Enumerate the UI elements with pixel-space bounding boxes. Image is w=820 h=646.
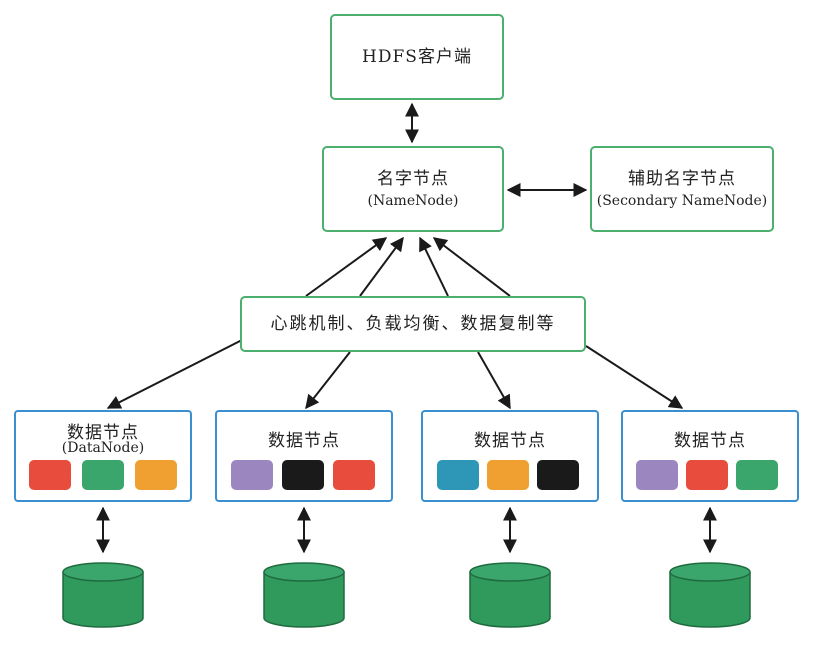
datanode-4: 数据节点 [621,410,799,502]
data-block [686,460,728,490]
datanode-sublabel: (DataNode) [61,440,145,456]
secondary-namenode-node: 辅助名字节点 (Secondary NameNode) [590,146,774,232]
secondary-namenode-sublabel: (Secondary NameNode) [596,193,768,209]
report-arrow-4 [432,237,511,297]
disk-icon [669,562,751,628]
data-block [736,460,778,490]
datanode-3: 数据节点 [421,410,599,502]
dispatch-arrow-2 [305,351,351,410]
data-block [135,460,177,490]
disk-icon [62,562,144,628]
datanode-label: 数据节点 [674,431,746,451]
data-block [437,460,479,490]
disk-icon [263,562,345,628]
namenode-sublabel: (NameNode) [367,193,459,209]
hdfs-client-label: HDFS客户端 [362,47,472,67]
data-block [333,460,375,490]
dispatch-arrow-4 [585,345,684,409]
hdfs-client-node: HDFS客户端 [330,14,504,100]
datanode-label: 数据节点 [474,431,546,451]
data-block [487,460,529,490]
disk-icon [469,562,551,628]
data-block [282,460,324,490]
datanode-label: 数据节点 [268,431,340,451]
secondary-namenode-label: 辅助名字节点 [628,169,736,189]
mechanism-label: 心跳机制、负载均衡、数据复制等 [270,314,556,334]
datanode-label: 数据节点 [67,423,139,443]
report-arrow-2 [359,236,404,297]
report-arrow-3 [419,236,449,297]
mechanism-node: 心跳机制、负载均衡、数据复制等 [240,296,586,352]
dispatch-arrow-1 [106,339,243,409]
datanode-1: 数据节点 (DataNode) [14,410,192,502]
data-block [29,460,71,490]
data-block [82,460,124,490]
datanode-2: 数据节点 [215,410,393,502]
namenode-label: 名字节点 [377,169,449,189]
data-block [231,460,273,490]
report-arrow-1 [305,237,388,297]
data-block [537,460,579,490]
namenode-node: 名字节点 (NameNode) [322,146,504,232]
dispatch-arrow-3 [477,351,511,410]
data-block [636,460,678,490]
